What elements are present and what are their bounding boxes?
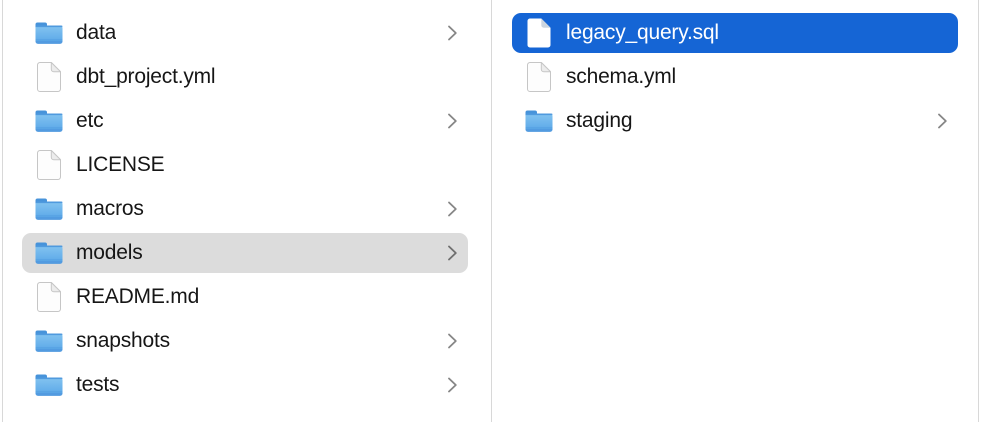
file-row-tests[interactable]: tests <box>22 365 468 405</box>
file-name: tests <box>76 373 120 396</box>
chevron-right-icon <box>448 377 457 393</box>
document-icon <box>37 62 61 92</box>
chevron-right-icon <box>447 332 458 350</box>
chevron-right-icon <box>447 112 458 130</box>
column-divider-left <box>2 0 3 422</box>
folder-icon <box>35 110 63 132</box>
chevron-right-icon <box>448 201 457 217</box>
folder-icon <box>525 110 553 132</box>
chevron-right-icon <box>938 113 947 129</box>
file-name: schema.yml <box>566 65 677 88</box>
file-row-legacy-query-sql[interactable]: legacy_query.sql <box>512 13 958 53</box>
document-icon <box>527 18 551 48</box>
chevron-right-icon <box>448 333 457 349</box>
chevron-right-icon <box>448 245 457 261</box>
document-icon <box>527 62 551 92</box>
column-divider-right[interactable] <box>978 0 979 422</box>
file-row-schema-yml[interactable]: schema.yml <box>512 57 958 97</box>
chevron-right-icon <box>447 244 458 262</box>
folder-icon <box>35 374 63 396</box>
file-name: staging <box>566 109 633 132</box>
file-column-2: legacy_query.sql schema.yml staging <box>492 0 978 422</box>
folder-icon <box>35 242 63 264</box>
file-name: models <box>76 241 143 264</box>
file-name: snapshots <box>76 329 170 352</box>
folder-icon <box>35 330 63 352</box>
file-row-etc[interactable]: etc <box>22 101 468 141</box>
chevron-right-icon <box>447 200 458 218</box>
file-name: data <box>76 21 117 44</box>
file-row-snapshots[interactable]: snapshots <box>22 321 468 361</box>
column-resize-divider[interactable] <box>491 0 492 422</box>
document-icon <box>37 150 61 180</box>
file-row-staging[interactable]: staging <box>512 101 958 141</box>
file-row-readme-md[interactable]: README.md <box>22 277 468 317</box>
document-icon <box>37 282 61 312</box>
file-column-1: data dbt_project.yml etc LICENSE <box>3 0 491 422</box>
file-row-models[interactable]: models <box>22 233 468 273</box>
file-row-data[interactable]: data <box>22 13 468 53</box>
chevron-right-icon <box>447 24 458 42</box>
file-name: etc <box>76 109 104 132</box>
file-name: dbt_project.yml <box>76 65 216 88</box>
chevron-right-icon <box>447 376 458 394</box>
chevron-right-icon <box>937 112 948 130</box>
folder-icon <box>35 198 63 220</box>
file-name: README.md <box>76 285 200 308</box>
file-row-dbt-project-yml[interactable]: dbt_project.yml <box>22 57 468 97</box>
file-name: LICENSE <box>76 153 165 176</box>
folder-icon <box>35 22 63 44</box>
file-name: legacy_query.sql <box>566 21 719 44</box>
file-row-license[interactable]: LICENSE <box>22 145 468 185</box>
chevron-right-icon <box>448 25 457 41</box>
file-row-macros[interactable]: macros <box>22 189 468 229</box>
file-name: macros <box>76 197 144 220</box>
chevron-right-icon <box>448 113 457 129</box>
